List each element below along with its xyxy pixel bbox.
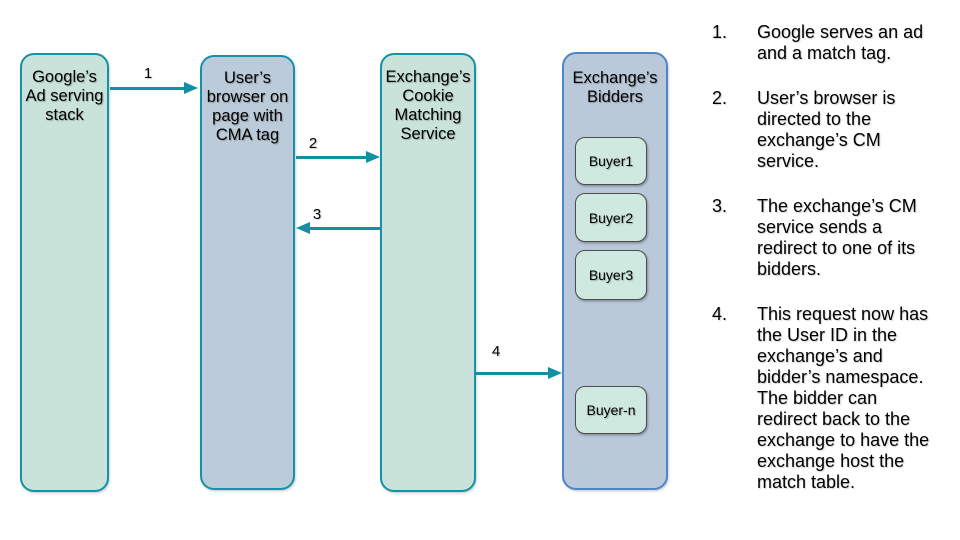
step-text: Google serves an ad and a match tag. — [757, 22, 924, 63]
buyer-box: Buyer-n — [575, 386, 647, 434]
step-text: This request now has the User ID in the … — [757, 304, 930, 492]
step-list: 1. Google serves an ad and a match tag. … — [712, 22, 948, 517]
buyer-label: Buyer3 — [588, 267, 634, 283]
step-item-1: 1. Google serves an ad and a match tag. — [712, 22, 948, 64]
step-item-4: 4. This request now has the User ID in t… — [712, 304, 948, 493]
lane-label: Exchange’s Bidders — [572, 69, 658, 106]
step-text: User’s browser is directed to the exchan… — [757, 88, 896, 171]
buyer-box: Buyer2 — [575, 193, 647, 242]
lane-google-ad-stack: Google’s Ad serving stack — [20, 53, 109, 492]
arrow-number: 2 — [308, 135, 318, 152]
buyer-box: Buyer1 — [575, 137, 647, 185]
arrowhead-left-icon — [296, 221, 310, 234]
lane-label: Exchange’s Cookie Matching Service — [385, 68, 471, 143]
lane-cookie-matching-service: Exchange’s Cookie Matching Service — [380, 53, 476, 492]
step-number: 3. — [712, 196, 728, 216]
buyer-label: Buyer1 — [588, 153, 634, 169]
lane-label: User’s browser on page with CMA tag — [206, 69, 289, 144]
lane-user-browser: User’s browser on page with CMA tag — [200, 55, 295, 490]
step-number: 2. — [712, 88, 728, 108]
lane-label: Google’s Ad serving stack — [25, 68, 104, 124]
arrow-line — [476, 371, 550, 375]
arrow-line — [110, 87, 186, 90]
buyer-label: Buyer2 — [588, 209, 634, 226]
arrow-number: 3 — [312, 206, 322, 223]
arrow-number: 4 — [491, 343, 501, 360]
arrowhead-right-icon — [548, 366, 562, 379]
step-text: The exchange’s CM service sends a redire… — [757, 196, 917, 279]
buyer-box: Buyer3 — [575, 250, 647, 300]
step-item-2: 2. User’s browser is directed to the exc… — [712, 88, 948, 172]
step-item-3: 3. The exchange’s CM service sends a red… — [712, 196, 948, 280]
step-number: 4. — [712, 304, 728, 324]
arrowhead-right-icon — [184, 82, 198, 94]
arrowhead-right-icon — [366, 150, 380, 163]
buyer-label: Buyer-n — [586, 402, 636, 418]
arrow-number: 1 — [143, 65, 153, 82]
step-number: 1. — [712, 22, 728, 42]
arrow-line — [310, 226, 380, 230]
arrow-line — [296, 155, 368, 159]
